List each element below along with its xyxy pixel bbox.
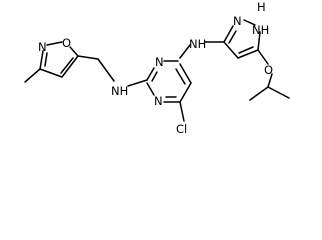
bond-c6-nh [179,44,191,59]
bond-pz-c5-c4-inner [238,46,254,54]
bond-n3-c2 [146,82,155,96]
atom-pyrimidine-n1: N [155,55,164,69]
bond-n-o [46,41,63,46]
bond-o-ch [267,73,273,88]
atom-ether-o: O [264,63,273,77]
bond-methyl [24,68,41,83]
bonds [24,19,290,122]
atom-amine-nh-top: NH [189,37,206,51]
bond-c3-n-double [39,50,44,70]
bond-pz-n2-n1 [243,19,256,26]
bond-c5-c4 [61,55,79,78]
bond-pz-c3-n2-inner [228,30,237,44]
atom-pyrazole-h: H [257,0,266,14]
bond-pz-c5-c4 [237,49,259,59]
atom-isoxazole-o: O [62,36,71,50]
bond-c5-o [257,49,269,65]
atom-chlorine: Cl [176,122,187,136]
bond-ch-me1 [249,86,269,101]
chemical-structure-diagram: O N NH N N NH N H NH O Cl [24,0,290,136]
atom-isoxazole-n: N [38,40,47,54]
bond-pz-c3-n2 [223,25,234,43]
bond-pz-c4-c3 [223,41,239,59]
bond-c2-n1-inner [151,71,158,82]
bond-ch2-nh [97,58,115,82]
atom-amine-nh-left: NH [111,84,128,98]
bond-c3-c4 [39,68,63,78]
bond-o-c5 [69,46,79,57]
bond-c4-cl [179,101,185,122]
bond-c6-c5 [179,63,192,84]
bond-c6-c5-inner [175,68,186,85]
bond-pz-n1-c5 [257,31,261,51]
bond-ch-me2 [267,86,290,99]
bond-nh-c2 [127,79,148,87]
bond-c2-n1 [146,67,155,81]
bond-c5-c4-inner [60,57,74,74]
bond-c5-ch2 [77,55,99,60]
bond-c3-n-inner [44,52,48,67]
atom-pyrazole-nh: NH [252,23,269,37]
atom-pyrazole-n: N [233,14,242,28]
bond-c5-c4 [179,82,192,103]
atom-pyrimidine-n3: N [154,94,163,108]
atom-labels: O N NH N N NH N H NH O Cl [38,0,273,136]
